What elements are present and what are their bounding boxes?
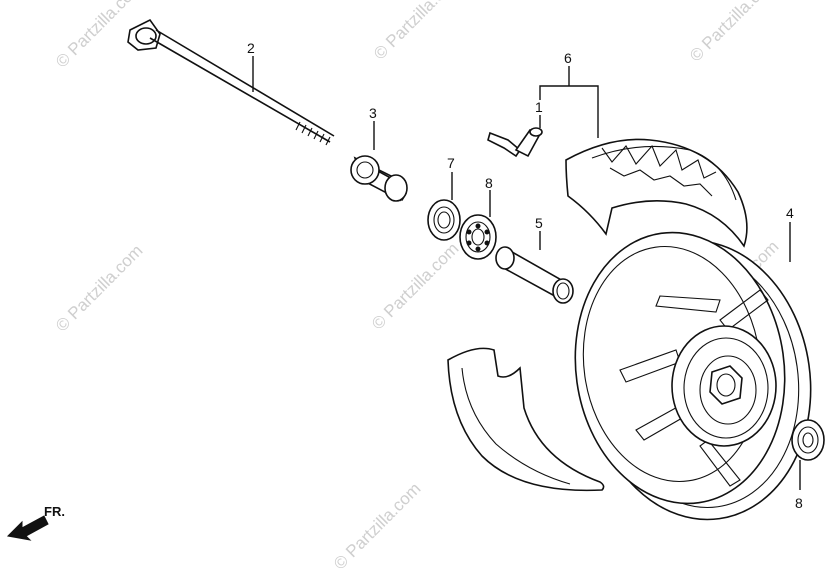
- wheel-rim-part[interactable]: [558, 219, 828, 534]
- tire-part[interactable]: [447, 138, 748, 492]
- arrow-front-icon: [6, 515, 49, 541]
- front-direction-indicator: FR.: [6, 504, 65, 541]
- callout-5: 5: [535, 215, 543, 231]
- bearing-part-lower[interactable]: [791, 419, 825, 461]
- callout-8-lower: 8: [795, 495, 803, 511]
- callout-4: 4: [786, 205, 794, 221]
- leader-lines: [252, 56, 801, 490]
- exploded-parts-diagram: 2 3 7 8 5 1 6 4 8 FR.: [6, 18, 828, 541]
- callout-7: 7: [447, 155, 455, 171]
- axle-part[interactable]: [127, 18, 335, 146]
- callout-3: 3: [369, 105, 377, 121]
- valve-stem-part[interactable]: [487, 127, 543, 158]
- callout-6: 6: [564, 50, 572, 66]
- callout-1: 1: [535, 99, 543, 115]
- collar-part[interactable]: [350, 155, 408, 202]
- callout-8-upper: 8: [485, 175, 493, 191]
- bearing-part-upper[interactable]: [459, 214, 497, 260]
- front-label: FR.: [44, 504, 65, 519]
- spacer-tube-part[interactable]: [495, 246, 574, 304]
- dust-seal-part[interactable]: [427, 199, 461, 241]
- callout-2: 2: [247, 40, 255, 56]
